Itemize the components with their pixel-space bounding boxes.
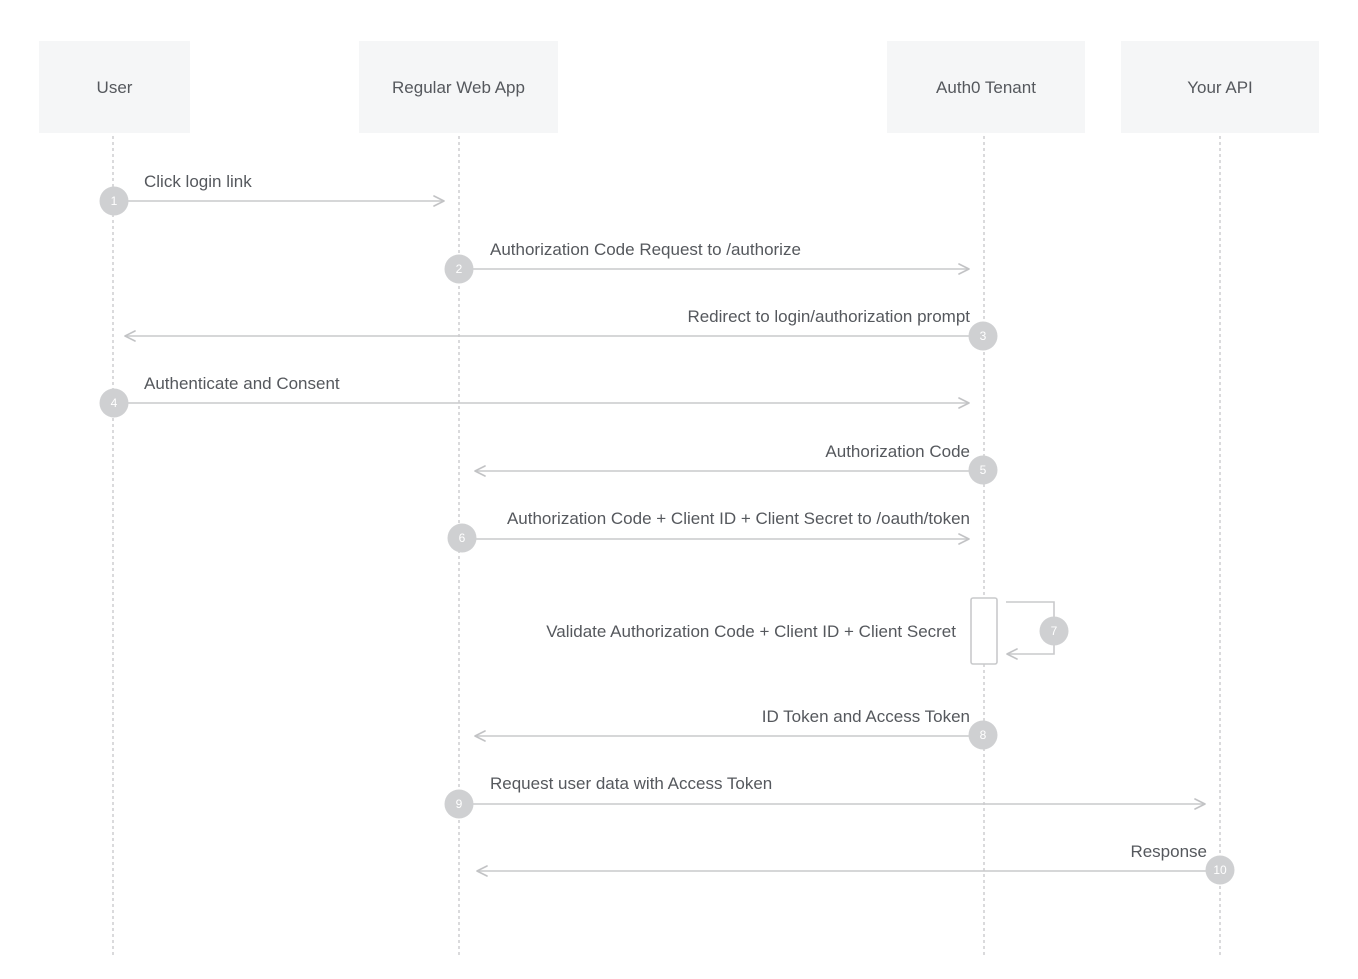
actor-box	[359, 41, 558, 133]
actor-box	[1121, 41, 1319, 133]
step-badge	[968, 720, 998, 750]
step-badge	[444, 254, 474, 284]
message-label: Response	[1130, 842, 1207, 861]
actor-label: User	[97, 78, 133, 97]
step-number: 3	[980, 329, 987, 343]
step-badge	[447, 523, 477, 553]
actor-webapp: Regular Web App	[359, 41, 558, 955]
message-label: Redirect to login/authorization prompt	[687, 307, 970, 326]
message-label: Request user data with Access Token	[490, 774, 772, 793]
message-label: Authorization Code Request to /authorize	[490, 240, 801, 259]
message-label: Authorization Code	[825, 442, 970, 461]
step-number: 4	[111, 396, 118, 410]
step-badge	[1039, 616, 1069, 646]
step-number: 7	[1051, 624, 1058, 638]
actor-label: Auth0 Tenant	[936, 78, 1036, 97]
message-label: Validate Authorization Code + Client ID …	[546, 622, 956, 641]
step-badge	[968, 321, 998, 351]
actor-tenant: Auth0 Tenant	[887, 41, 1085, 955]
step-badge	[1205, 855, 1235, 885]
actor-label: Your API	[1187, 78, 1253, 97]
step-number: 6	[459, 531, 466, 545]
message-step-7: Validate Authorization Code + Client ID …	[546, 597, 1069, 665]
step-number: 5	[980, 463, 987, 477]
message-step-8: ID Token and Access Token 8	[474, 707, 998, 750]
step-number: 10	[1213, 863, 1227, 877]
step-number: 2	[456, 262, 463, 276]
message-label: Authenticate and Consent	[144, 374, 340, 393]
actor-label: Regular Web App	[392, 78, 525, 97]
actor-user: User	[39, 41, 190, 955]
message-label: Click login link	[144, 172, 252, 191]
activation-box	[970, 597, 998, 665]
step-badge	[968, 455, 998, 485]
actor-box	[39, 41, 190, 133]
step-badge	[99, 388, 129, 418]
message-step-6: Authorization Code + Client ID + Client …	[447, 509, 970, 553]
step-number: 8	[980, 728, 987, 742]
message-step-4: Authenticate and Consent 4	[99, 374, 970, 418]
message-step-3: Redirect to login/authorization prompt 3	[124, 307, 998, 351]
actor-api: Your API	[1121, 41, 1319, 955]
message-label: ID Token and Access Token	[762, 707, 970, 726]
message-step-10: Response 10	[476, 842, 1235, 885]
message-label: Authorization Code + Client ID + Client …	[507, 509, 970, 528]
step-badge	[99, 186, 129, 216]
step-number: 9	[456, 797, 463, 811]
step-number: 1	[111, 194, 118, 208]
message-step-9: Request user data with Access Token 9	[444, 774, 1206, 819]
message-step-2: Authorization Code Request to /authorize…	[444, 240, 970, 284]
message-step-5: Authorization Code 5	[474, 442, 998, 485]
actor-box	[887, 41, 1085, 133]
step-badge	[444, 789, 474, 819]
message-step-1: Click login link 1	[99, 172, 445, 216]
